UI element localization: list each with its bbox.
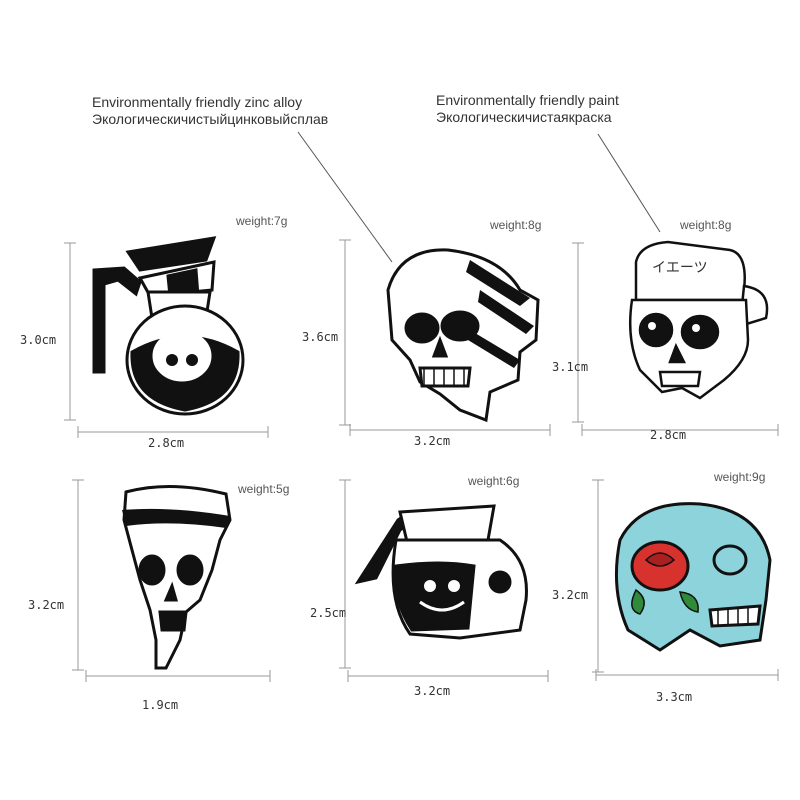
pizza-skull-icon bbox=[122, 484, 232, 670]
pin-5-width: 3.2cm bbox=[414, 684, 451, 698]
pin-3-height: 3.1cm bbox=[552, 360, 589, 374]
callout-paint-en: Environmentally friendly paint bbox=[436, 92, 619, 108]
pin-1-width: 2.8cm bbox=[148, 436, 185, 450]
pin-5-height: 2.5cm bbox=[310, 606, 347, 620]
pin-6-weight: weight:9g bbox=[714, 470, 766, 484]
pin-4-width: 1.9cm bbox=[142, 698, 179, 712]
pin-3-weight: weight:8g bbox=[680, 218, 732, 232]
dimension-lines bbox=[64, 239, 779, 682]
rose-skull-icon bbox=[614, 502, 772, 652]
coffee-pot-skull-icon bbox=[92, 236, 245, 416]
callout-zinc-alloy: Environmentally friendly zinc alloy Экол… bbox=[92, 94, 328, 128]
pin-2-width: 3.2cm bbox=[414, 434, 451, 448]
callout-paint: Environmentally friendly paint Экологиче… bbox=[436, 92, 619, 126]
pin-2-height: 3.6cm bbox=[302, 330, 339, 344]
melting-skull-icon bbox=[386, 248, 540, 423]
pin-1-weight: weight:7g bbox=[236, 214, 288, 228]
pin-2-weight: weight:8g bbox=[490, 218, 542, 232]
callout-zinc-ru: Экологическичистыйцинковыйсплав bbox=[92, 111, 329, 127]
pin-6-height: 3.2cm bbox=[552, 588, 589, 602]
leader-lines bbox=[297, 131, 661, 263]
pin-4-height: 3.2cm bbox=[28, 598, 65, 612]
skull-coffee-pot-icon bbox=[354, 504, 528, 640]
pin-4-weight: weight:5g bbox=[238, 482, 290, 496]
cap-skull-icon: イエーツ bbox=[628, 240, 769, 400]
callout-zinc-en: Environmentally friendly zinc alloy bbox=[92, 94, 303, 110]
pin-5-weight: weight:6g bbox=[468, 474, 520, 488]
pin-3-width: 2.8cm bbox=[650, 428, 687, 442]
pin-1-height: 3.0cm bbox=[20, 333, 57, 347]
callout-paint-ru: Экологическичистаякраска bbox=[436, 109, 612, 125]
svg-text:イエーツ: イエーツ bbox=[652, 260, 708, 276]
pin-6-width: 3.3cm bbox=[656, 690, 693, 704]
